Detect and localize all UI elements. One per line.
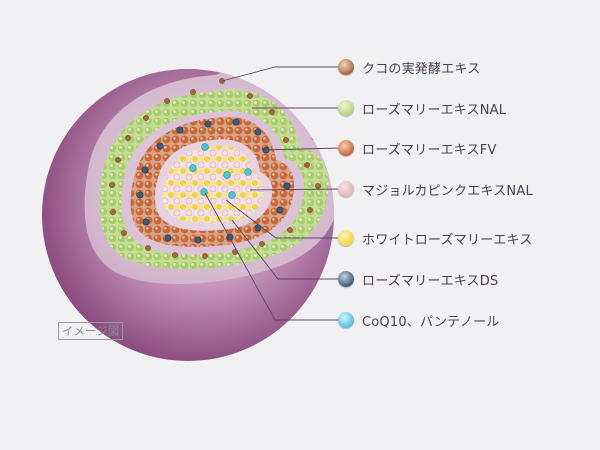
legend-item-rosemary-ds: ローズマリーエキスDS — [338, 269, 498, 289]
legend-item-rosemary-nal: ローズマリーエキスNAL — [338, 98, 506, 118]
image-illustration-badge: イメージ図 — [58, 322, 124, 340]
legend-item-rosemary-fv: ローズマリーエキスFV — [338, 138, 497, 158]
legend-label: マジョルカピンクエキスNAL — [362, 183, 533, 199]
brown-beads — [109, 78, 321, 259]
pink-sphere-icon — [338, 181, 354, 197]
legend-item-majorca-pink: マジョルカピンクエキスNAL — [338, 179, 533, 199]
cyan-beads — [189, 143, 252, 199]
legend-item-coq10: CoQ10、パンテノール — [338, 310, 499, 330]
legend-label: ローズマリーエキスDS — [362, 273, 499, 289]
brown-sphere-icon — [338, 59, 354, 75]
legend-item-white-rosemary: ホワイトローズマリーエキス — [338, 228, 533, 248]
cyan-sphere-icon — [338, 312, 354, 328]
orange-sphere-icon — [338, 140, 354, 156]
legend-label: ホワイトローズマリーエキス — [362, 232, 533, 248]
yellow-sphere-icon — [338, 230, 354, 246]
legend-label: ローズマリーエキスFV — [362, 142, 497, 158]
legend-label: CoQ10、パンテノール — [362, 314, 500, 330]
legend-label: ローズマリーエキスNAL — [362, 102, 507, 118]
core-bead-layer — [162, 145, 264, 224]
legend-item-kuko: クコの実発酵エキス — [338, 57, 480, 77]
legend-label: クコの実発酵エキス — [362, 61, 481, 77]
navy-beads — [136, 118, 291, 244]
green-sphere-icon — [338, 100, 354, 116]
leader-lines — [204, 66, 341, 321]
navy-sphere-icon — [338, 271, 354, 287]
